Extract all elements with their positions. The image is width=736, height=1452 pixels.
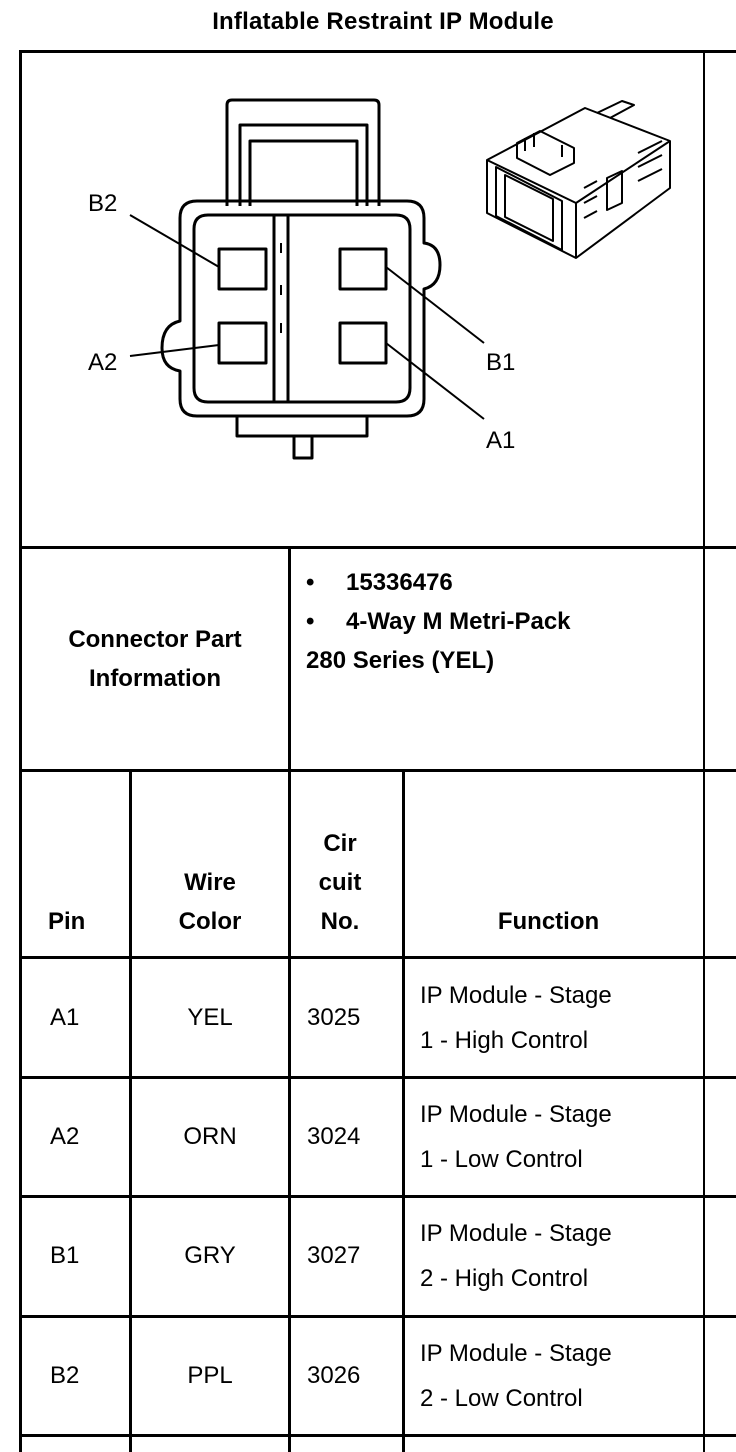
connector-face-view	[129, 98, 485, 460]
divider-row-4	[19, 1434, 736, 1437]
row-1-color: YEL	[187, 1004, 233, 1031]
row-2-function: IP Module - Stage 1 - Low Control	[420, 1101, 612, 1173]
right-border	[703, 50, 705, 1452]
label-a1: A1	[486, 427, 515, 454]
row-1-circuit: 3025	[307, 1004, 361, 1031]
row-2-circuit: 3024	[307, 1123, 361, 1150]
header-circuit-no: Cir cuit No.	[318, 830, 362, 935]
part-number: 15336476	[346, 569, 453, 596]
row-3-circuit: 3027	[307, 1242, 361, 1269]
row-1-function: IP Module - Stage 1 - High Control	[420, 982, 612, 1054]
connector-part-info: • 15336476 • 4-Way M Metri-Pack 280 Series…	[306, 563, 571, 680]
connector-3d-view	[486, 100, 671, 259]
part-description: 4-Way M Metri-Pack	[346, 608, 571, 635]
row-3-pin: B1	[50, 1242, 80, 1269]
row-4-circuit: 3026	[307, 1362, 361, 1389]
table-frame	[19, 50, 736, 1452]
divider-row-2	[19, 1195, 736, 1198]
label-b1: B1	[486, 349, 515, 376]
row-3-function: IP Module - Stage 2 - High Control	[420, 1220, 612, 1292]
terminal-b1	[338, 247, 388, 291]
row-2-color: ORN	[183, 1123, 237, 1150]
col-divider-wire	[129, 771, 132, 1452]
connector-diagram: B2 A2 B1 A1	[22, 53, 703, 546]
row-1-pin: A1	[50, 1004, 80, 1031]
divider-row-1	[19, 1076, 736, 1079]
label-b2: B2	[88, 190, 117, 217]
part-series: 280 Series (YEL)	[306, 647, 495, 674]
terminal-b2	[217, 247, 268, 291]
connector-part-label-line2: Information	[88, 665, 221, 692]
divider-header	[19, 956, 736, 959]
row-4-pin: B2	[50, 1362, 80, 1389]
terminal-a1	[338, 321, 388, 365]
label-a2: A2	[88, 349, 117, 376]
row-3-color: GRY	[184, 1242, 236, 1269]
row-2-pin: A2	[50, 1123, 80, 1150]
connector-part-label-line1: Connector Part	[68, 626, 242, 653]
header-function: Function	[497, 908, 600, 935]
col-divider-circuit	[288, 548, 291, 1452]
header-pin: Pin	[48, 908, 86, 935]
divider-connector	[19, 769, 736, 772]
row-4-function: IP Module - Stage 2 - Low Control	[420, 1340, 612, 1412]
divider-row-3	[19, 1315, 736, 1318]
divider-diagram	[19, 546, 736, 549]
col-divider-function	[402, 771, 405, 1452]
bullet-2: •	[306, 608, 315, 635]
header-wire-color: Wire Color	[178, 869, 242, 935]
terminal-a2	[217, 321, 268, 365]
bullet-1: •	[306, 569, 315, 596]
page-title: Inflatable Restraint IP Module	[212, 8, 554, 35]
connector-part-label: Connector Part Information	[22, 548, 288, 770]
row-4-color: PPL	[187, 1362, 233, 1389]
